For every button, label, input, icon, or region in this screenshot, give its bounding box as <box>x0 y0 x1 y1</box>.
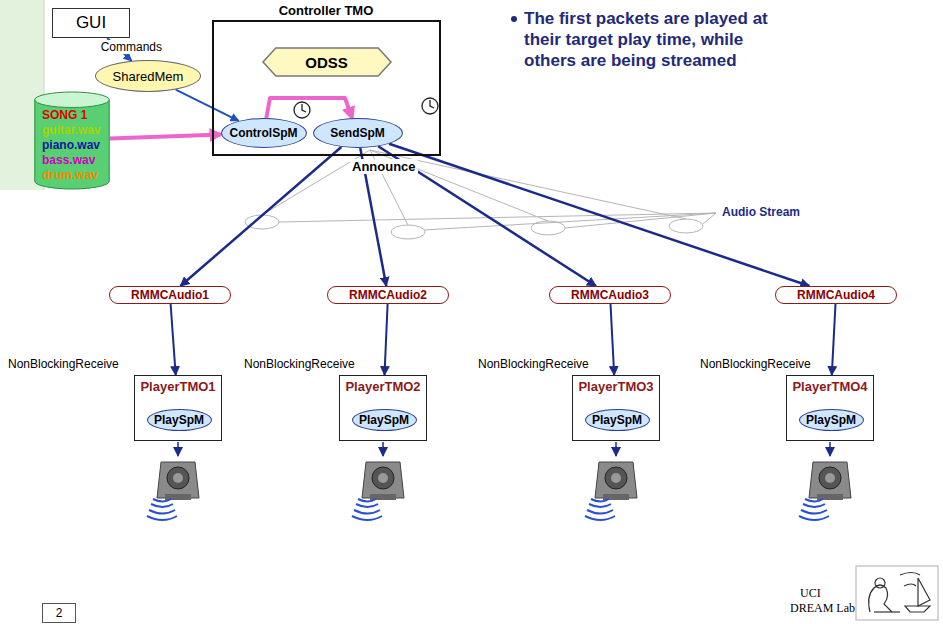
node-text: guitar.wav <box>42 123 101 138</box>
graphic-part <box>382 442 384 456</box>
graphic-part <box>391 225 425 239</box>
player-tmo-box: PlayerTMO2PlaySpM <box>339 375 427 441</box>
receive-label: NonBlockingReceive <box>700 357 811 371</box>
node-title: PlaySpM <box>154 413 204 427</box>
hexagon-shape <box>263 48 391 76</box>
edge-label: Commands <box>99 40 164 54</box>
controlspm-ellipse: ControlSpM <box>221 118 307 148</box>
node-title: PlayerTMO3 <box>578 379 653 394</box>
speaker-icon <box>799 462 851 520</box>
graphic-part <box>900 573 920 587</box>
graphic-part <box>869 585 892 612</box>
connector-arrow <box>176 90 239 121</box>
graphic-part <box>279 213 716 222</box>
graphic-part <box>874 611 900 612</box>
bullet <box>511 16 517 22</box>
node-text: piano.wav <box>42 138 100 153</box>
player-tmo-box: PlayerTMO1PlaySpM <box>134 375 222 441</box>
graphic-part <box>829 442 831 456</box>
playspm-ellipse: PlaySpM <box>147 409 212 431</box>
gui-box: GUI <box>52 8 130 38</box>
connector-arrow <box>171 304 176 375</box>
lab-name: UCI <box>800 586 821 601</box>
speaker-icon <box>147 462 199 520</box>
graphic-part <box>669 219 703 233</box>
graphic-part <box>294 102 310 118</box>
page-number-box: 2 <box>42 603 76 623</box>
connector-arrow <box>180 147 341 286</box>
stream-label: Audio Stream <box>720 205 802 219</box>
node-title: 2 <box>56 606 63 620</box>
node-title: RMMCAudio3 <box>571 288 649 302</box>
playspm-ellipse: PlaySpM <box>585 409 650 431</box>
announce-label: Announce <box>350 159 418 174</box>
graphic-part <box>918 578 930 606</box>
graphic-part <box>302 104 306 112</box>
connector-arrow <box>385 304 388 375</box>
connector-arrow <box>110 135 221 139</box>
note-text: The first packets are played at their ta… <box>524 8 776 71</box>
graphic-part <box>856 566 938 620</box>
cylinder-top <box>35 92 109 108</box>
node-text: bass.wav <box>42 153 95 168</box>
channel-pipe: RMMCAudio2 <box>327 286 449 304</box>
connector-arrow <box>389 144 809 286</box>
node-title: PlayerTMO4 <box>792 379 867 394</box>
connector-arrow <box>266 98 352 118</box>
graphic-part <box>177 442 179 456</box>
node-title: SharedMem <box>113 69 184 84</box>
graphic-part <box>565 213 716 228</box>
speaker-icon <box>352 462 404 520</box>
node-title: RMMCAudio1 <box>131 288 209 302</box>
graphic-part <box>531 221 565 235</box>
connector-arrow <box>832 304 836 375</box>
lab-name: DREAM Lab <box>790 601 855 616</box>
node-title: GUI <box>76 13 106 33</box>
connector-arrow <box>611 304 615 375</box>
graphic-part <box>703 213 716 224</box>
node-title: PlaySpM <box>359 413 409 427</box>
lab-logo <box>856 566 938 620</box>
node-text: drum.wav <box>42 168 98 183</box>
speaker-icon <box>585 462 637 520</box>
graphic-part <box>615 442 617 456</box>
player-tmo-box: PlayerTMO3PlaySpM <box>572 375 660 441</box>
receive-label: NonBlockingReceive <box>478 357 589 371</box>
graphic-part <box>875 578 885 588</box>
node-title: SONG 1 <box>42 108 87 123</box>
controller-tmo-box: Controller TMOODSSControlSpMSendSpM <box>212 20 441 156</box>
speaker-feeds <box>178 442 830 456</box>
node-title: PlaySpM <box>806 413 856 427</box>
node-title: RMMCAudio4 <box>797 288 875 302</box>
sendspm-ellipse: SendSpM <box>313 118 403 148</box>
receive-label: NonBlockingReceive <box>8 357 119 371</box>
channel-pipe: RMMCAudio3 <box>549 286 671 304</box>
node-title: ODSS <box>305 54 348 71</box>
odss-hexagon: ODSS <box>263 48 391 76</box>
playspm-ellipse: PlaySpM <box>799 409 864 431</box>
sharedmem-ellipse: SharedMem <box>95 60 201 92</box>
channel-pipe: RMMCAudio1 <box>109 286 231 304</box>
receive-label: NonBlockingReceive <box>244 357 355 371</box>
graphic-part <box>422 98 438 114</box>
node-title: ControlSpM <box>230 126 298 140</box>
song-cylinder: SONG 1guitar.wavpiano.wavbass.wavdrum.wa… <box>34 92 110 189</box>
node-title: RMMCAudio2 <box>349 288 427 302</box>
cylinder-body <box>35 99 109 188</box>
node-title: Controller TMO <box>214 3 439 18</box>
node-title: PlayerTMO2 <box>345 379 420 394</box>
multicast-lines <box>245 150 716 239</box>
clock-icon <box>294 98 438 118</box>
node-title: SendSpM <box>330 126 385 140</box>
playspm-ellipse: PlaySpM <box>352 409 417 431</box>
node-title: PlayerTMO1 <box>140 379 215 394</box>
channel-pipe: RMMCAudio4 <box>775 286 897 304</box>
player-tmo-box: PlayerTMO4PlaySpM <box>786 375 874 441</box>
graphic-part <box>430 100 434 108</box>
node-title: PlaySpM <box>592 413 642 427</box>
